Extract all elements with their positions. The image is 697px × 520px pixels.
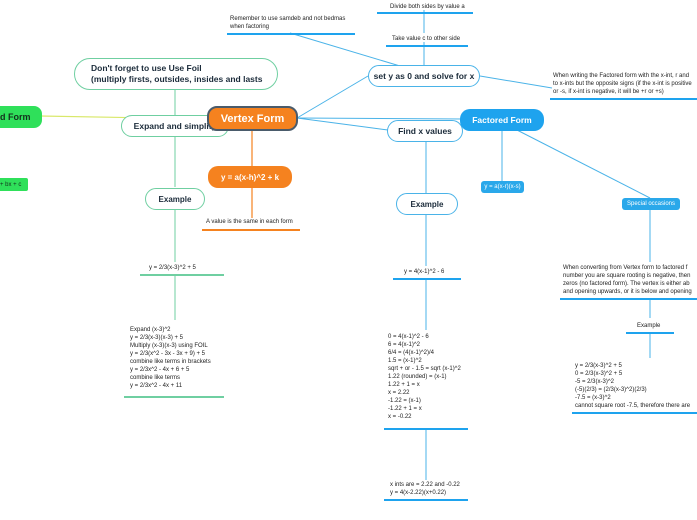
expand-simplify-label: Expand and simplify (133, 121, 217, 131)
special-note: When converting from Vertex form to fact… (563, 265, 692, 295)
divide-note: Divide both sides by value a (390, 4, 465, 10)
center-equation: y = 4(x-1)^2 - 6 (404, 269, 445, 275)
factored-form-label: Factored Form (472, 115, 532, 125)
factored-form-node[interactable]: Factored Form (460, 109, 544, 131)
center-steps-underline (384, 428, 468, 430)
example-right-underline (626, 332, 674, 334)
find-x-values-node[interactable]: Find x values (387, 120, 463, 142)
samdeb-underline (227, 33, 355, 35)
set-y-zero-label: set y as 0 and solve for x (373, 71, 475, 81)
vertex-form-label: Vertex Form (220, 112, 285, 125)
divide-underline (377, 12, 473, 14)
right-steps-underline (572, 412, 697, 414)
samdeb-note: Remember to use samdeb and not bedmas wh… (230, 16, 346, 30)
left-standard-form-label: d Form (0, 112, 31, 122)
foil-note-line1: Don't forget to use Use Foil (91, 63, 202, 73)
left-steps-underline (124, 396, 224, 398)
example-left-node[interactable]: Example (145, 188, 205, 210)
take-value-underline (386, 45, 468, 47)
example-center-node[interactable]: Example (396, 193, 458, 215)
center-result-underline (384, 499, 468, 501)
connector (514, 128, 651, 199)
center-result: x ints are = 2.22 and -0.22 y = 4(x-2.22… (390, 482, 460, 496)
special-occasions-node[interactable]: Special occasions (622, 198, 680, 210)
center-equation-underline (393, 278, 461, 280)
center-steps: 0 = 4(x-1)^2 - 6 6 = 4(x-1)^2 6/4 = (4(x… (388, 334, 461, 420)
factored-equation-label: y = a(x-r)(x-s) (484, 184, 521, 190)
example-right: Example (637, 323, 661, 329)
left-standard-form-node[interactable]: d Form (0, 106, 42, 128)
a-value-note: A value is the same in each form (206, 219, 293, 225)
example-left-label: Example (158, 194, 192, 204)
take-value-note: Take value c to other side (392, 36, 461, 42)
factored-note-underline (550, 98, 697, 100)
connector (479, 75, 553, 89)
factored-equation-node[interactable]: y = a(x-r)(x-s) (481, 181, 524, 193)
left-equation-underline (140, 274, 224, 276)
factored-note: When writing the Factored form with the … (553, 73, 692, 95)
connector (296, 117, 465, 120)
left-standard-equation-label: + bx + c (0, 181, 22, 188)
special-occasions-label: Special occasions (626, 201, 676, 207)
example-center-label: Example (410, 199, 444, 209)
foil-note-line2: (multiply firsts, outsides, insides and … (91, 74, 263, 84)
left-steps: Expand (x-3)^2 y = 2/3(x-3)(x-3) + 5 Mul… (130, 327, 211, 389)
special-note-underline (560, 298, 697, 300)
find-x-values-label: Find x values (398, 126, 452, 136)
set-y-zero-node[interactable]: set y as 0 and solve for x (368, 65, 480, 87)
connector (296, 75, 369, 119)
foil-note-node[interactable]: Don't forget to use Use Foil (multiply f… (74, 58, 278, 90)
a-value-underline (202, 229, 300, 231)
connector (289, 32, 401, 67)
vertex-equation-node[interactable]: y = a(x-h)^2 + k (208, 166, 292, 188)
connector (296, 117, 389, 131)
vertex-form-node[interactable]: Vertex Form (207, 106, 298, 131)
left-equation: y = 2/3(x-3)^2 + 5 (149, 265, 196, 271)
left-standard-equation-node[interactable]: + bx + c (0, 178, 28, 191)
vertex-equation-label: y = a(x-h)^2 + k (220, 172, 280, 182)
right-steps: y = 2/3(x-3)^2 + 5 0 = 2/3(x-3)^2 + 5 -5… (575, 363, 691, 409)
